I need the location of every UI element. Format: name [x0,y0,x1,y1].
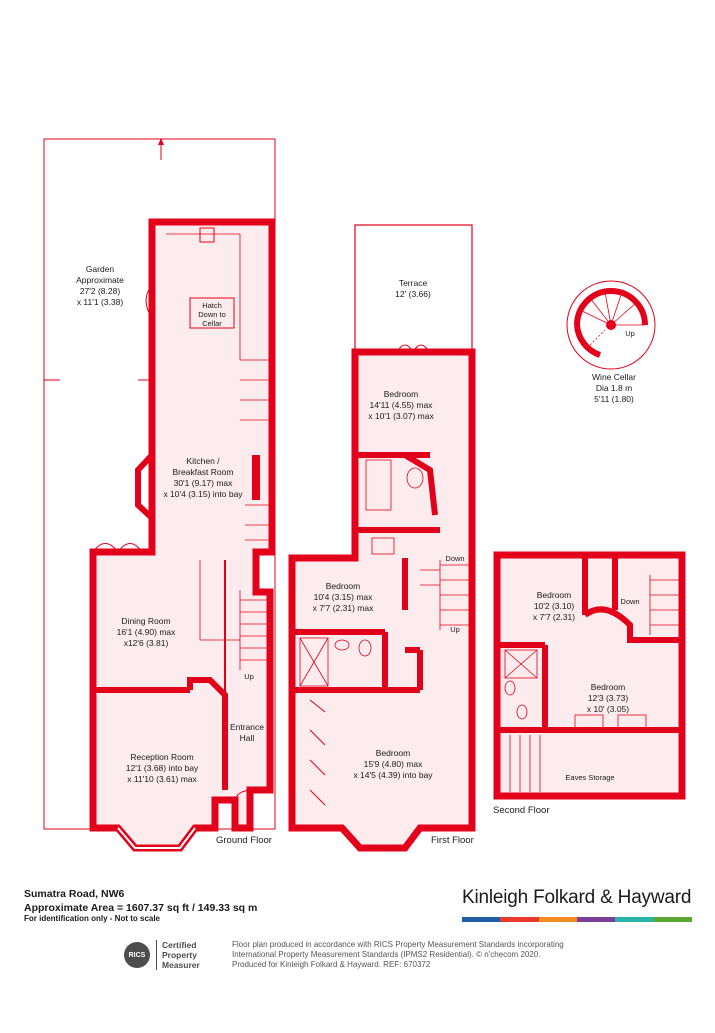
entrance-hall-label: Entrance [230,722,264,732]
svg-text:10'2 (3.10): 10'2 (3.10) [534,601,575,611]
brand-bar-4 [576,917,616,922]
svg-text:12' (3.66): 12' (3.66) [395,289,431,299]
svg-text:x 7'7 (2.31): x 7'7 (2.31) [533,612,575,622]
bedroom-first-1-label: Bedroom [384,389,419,399]
ground-floor-labels: Garden Approximate 27'2 (8.28) x 11'1 (3… [76,264,272,846]
garden-label: Garden [86,264,115,274]
kitchen-label: Kitchen / [186,456,220,466]
svg-text:x12'6 (3.81): x12'6 (3.81) [124,638,169,648]
rics-badge: RICS Certified Property Measurer [124,940,224,970]
svg-text:x 10' (3.05): x 10' (3.05) [587,704,629,714]
wine-cellar-label: Wine Cellar [592,372,636,382]
second-floor-plan [493,551,686,800]
svg-text:Cellar: Cellar [202,319,222,328]
down-label-second: Down [620,597,639,606]
rics-text: Certified Property Measurer [156,940,200,970]
up-label-first: Up [450,625,460,634]
second-floor-title: Second Floor [493,805,550,816]
up-label-ground: Up [244,672,254,681]
ground-floor-plan [43,138,276,852]
wine-cellar-labels: Up Wine Cellar Dia 1.8 m 5'11 (1.80) [592,329,636,404]
svg-text:x 7'7 (2.31) max: x 7'7 (2.31) max [313,603,374,613]
bedroom-second-2-label: Bedroom [591,682,626,692]
wine-cellar-outer [566,280,656,370]
brand-bar-1 [462,917,501,922]
up-label-cellar: Up [625,329,635,338]
svg-text:Hall: Hall [240,733,255,743]
svg-text:12'3 (3.73): 12'3 (3.73) [588,693,629,703]
footer-line-2: International Property Measurement Stand… [232,950,541,959]
svg-text:5'11 (1.80): 5'11 (1.80) [594,394,634,404]
wine-cellar-plan [566,280,656,370]
svg-text:10'4 (3.15) max: 10'4 (3.15) max [314,592,374,602]
second-floor-walls [493,551,686,800]
svg-text:30'1 (9.17) max: 30'1 (9.17) max [174,478,234,488]
svg-text:x 14'5 (4.39) into bay: x 14'5 (4.39) into bay [353,770,433,780]
svg-text:16'1 (4.90) max: 16'1 (4.90) max [117,627,177,637]
dining-room-label: Dining Room [121,616,170,626]
brand-name: Kinleigh Folkard & Hayward [462,887,692,908]
rics-logo-icon: RICS [124,942,150,968]
svg-text:12'1 (3.68) into bay: 12'1 (3.68) into bay [126,763,199,773]
reception-room-label: Reception Room [130,752,193,762]
footer-notes: Floor plan produced in accordance with R… [232,940,612,970]
footer-line-1: Floor plan produced in accordance with R… [232,940,564,949]
bedroom-second-1-label: Bedroom [537,590,572,600]
terrace-label: Terrace [399,278,428,288]
brand-bar-6 [653,917,692,922]
eaves-storage-label: Eaves Storage [565,773,614,782]
svg-text:15'9 (4.80) max: 15'9 (4.80) max [364,759,424,769]
svg-text:Dia 1.8 m: Dia 1.8 m [596,383,632,393]
bedroom-first-2-label: Bedroom [326,581,361,591]
svg-text:x 10'4 (3.15) into bay: x 10'4 (3.15) into bay [163,489,243,499]
hatch-label: Hatch [202,301,222,310]
brand-bar-3 [538,917,577,922]
svg-text:x 10'1 (3.07) max: x 10'1 (3.07) max [368,411,434,421]
svg-text:x 11'1 (3.38): x 11'1 (3.38) [77,297,124,307]
first-floor-labels: Terrace 12' (3.66) Bedroom 14'11 (4.55) … [313,278,474,846]
ground-floor-title: Ground Floor [216,835,272,846]
down-label-first: Down [445,554,464,563]
svg-text:Approximate: Approximate [76,275,124,285]
area-line: Approximate Area = 1607.37 sq ft / 149.3… [24,902,258,914]
first-floor-walls [288,348,476,852]
svg-text:14'11 (4.55) max: 14'11 (4.55) max [370,400,434,410]
footer-line-3: Produced for Kinleigh Folkard & Hayward.… [232,960,431,969]
arrow-up-icon [158,138,164,145]
svg-text:27'2 (8.28): 27'2 (8.28) [80,286,121,296]
first-floor-plan [288,224,476,852]
bedroom-first-3-label: Bedroom [376,748,411,758]
svg-text:x 11'10 (3.61) max: x 11'10 (3.61) max [127,774,197,784]
disclaimer: For identification only - Not to scale [24,914,161,923]
first-floor-title: First Floor [431,835,474,846]
property-address: Sumatra Road, NW6 Approximate Area = 160… [24,887,257,915]
address-line: Sumatra Road, NW6 [24,888,125,900]
second-floor-labels: Bedroom 10'2 (3.10) x 7'7 (2.31) Down Be… [493,590,640,816]
svg-text:Down to: Down to [198,310,226,319]
svg-text:Breakfast Room: Breakfast Room [173,467,234,477]
brand-bar-2 [500,917,539,922]
brand-bar-5 [615,917,654,922]
brand-color-bars [462,917,692,922]
